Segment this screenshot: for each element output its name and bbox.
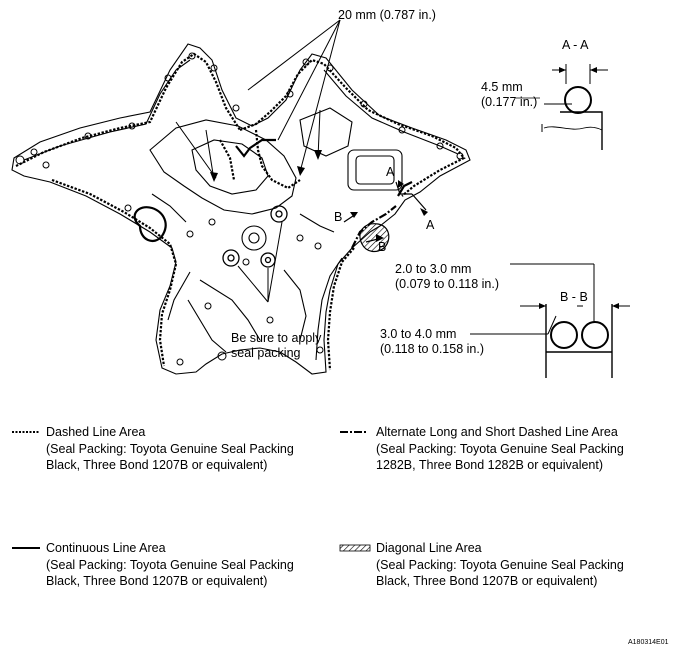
legend-dashed-line2: Black, Three Bond 1207B or equivalent) [46,458,268,472]
cover-outline [11,43,471,375]
label-arrow-a-bottom: A [426,218,435,232]
label-apply-line2: seal packing [231,346,301,360]
bolt-clusters [222,205,288,268]
legend-dashed-line1: (Seal Packing: Toyota Genuine Seal Packi… [46,442,294,456]
figure-code: A180314E01 [628,639,669,646]
legend-diagonal-title: Diagonal Line Area [376,541,482,555]
arrowhead-a-bottom [420,208,428,216]
legend-dashed-title: Dashed Line Area [46,425,146,439]
label-45in: (0.177 in.) [481,95,538,109]
section-arrows-a [395,181,427,211]
legend-diagonal-line2: Black, Three Bond 1207B or equivalent) [376,574,598,588]
legend-alternate-title: Alternate Long and Short Dashed Line Are… [376,425,618,439]
legend-continuous-line2: Black, Three Bond 1207B or equivalent) [46,574,268,588]
leader-arrowhead-left [210,172,218,182]
label-arrow-a-top: A [386,165,395,179]
label-section-b: B - B [560,290,588,304]
arrowhead-b-top [350,212,358,218]
leader-arrow-left [205,129,215,181]
label-3-4mm: 3.0 to 4.0 mm [380,327,457,341]
leader-20mm [247,19,341,173]
leader-arrow-left2 [175,121,217,179]
legend-continuous-line1: (Seal Packing: Toyota Genuine Seal Packi… [46,558,294,572]
leader-arrowhead-right [314,150,322,160]
legend-alternate-line1: (Seal Packing: Toyota Genuine Seal Packi… [376,442,624,456]
legend-diagonal-sample [339,544,371,552]
label-20mm: 20 mm (0.787 in.) [338,8,436,22]
arrowhead-a-top [398,180,404,188]
label-2-3in: (0.079 to 0.118 in.) [395,277,500,291]
bolt-holes [15,52,464,366]
section-a-detail [516,64,608,150]
label-2-3mm: 2.0 to 3.0 mm [395,262,472,276]
legend-diagonal-line1: (Seal Packing: Toyota Genuine Seal Packi… [376,558,624,572]
arrowhead-b-bottom [376,234,384,242]
label-apply-line1: Be sure to apply [231,331,322,345]
legend-continuous-title: Continuous Line Area [46,541,166,555]
label-arrow-b-left: B [334,210,343,224]
leader-arrowhead-mid [297,166,305,176]
legend-alternate-line2: 1282B, Three Bond 1282B or equivalent) [376,458,604,472]
leader-apply [237,221,283,303]
label-45mm: 4.5 mm [481,80,523,94]
label-section-a: A - A [562,38,589,52]
dashed-seal-lines [15,52,466,371]
diagonal-seal-area [359,223,390,253]
label-3-4in: (0.118 to 0.158 in.) [380,342,485,356]
label-arrow-b-lower: B [378,240,387,254]
section-b-detail [470,263,630,378]
alternate-dashed-seal-line [351,205,397,249]
